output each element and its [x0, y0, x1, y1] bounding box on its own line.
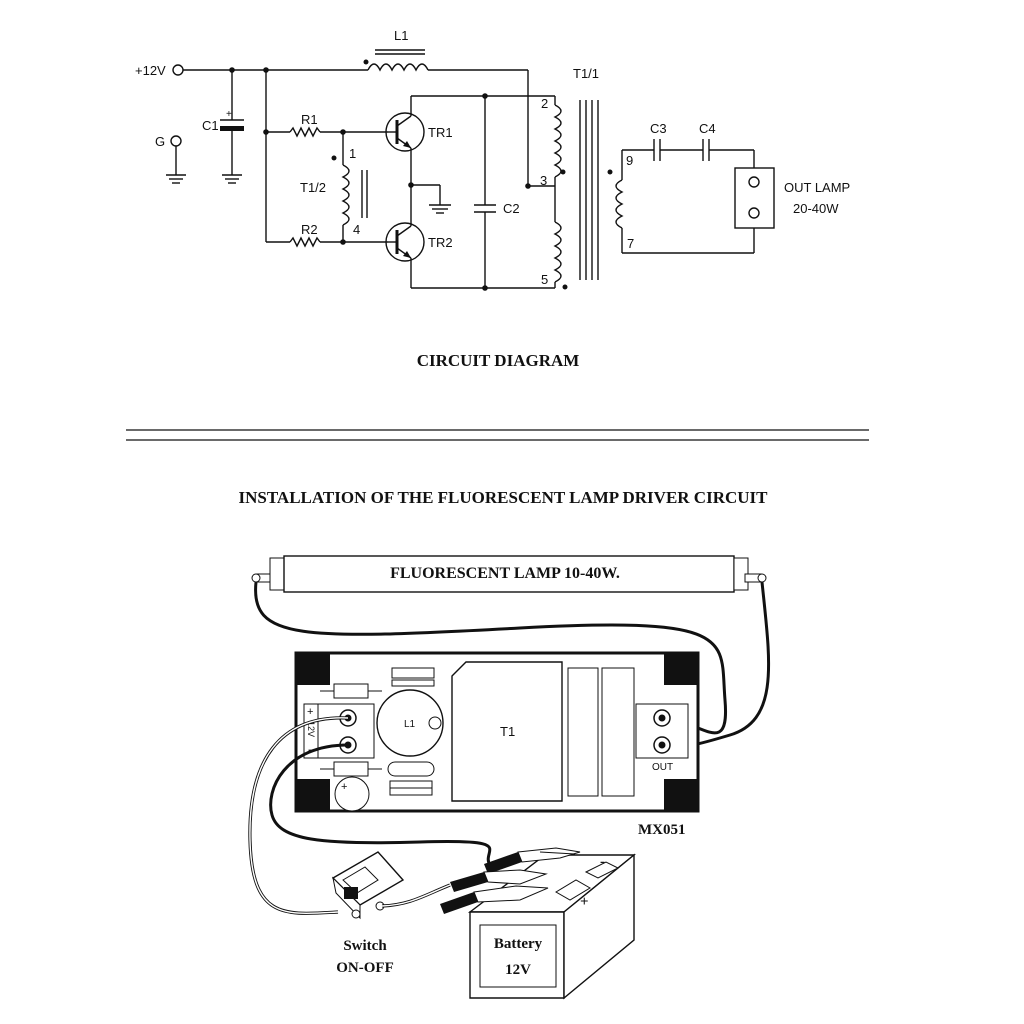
battery-minus-label: - — [600, 854, 605, 870]
resistor-r1 — [266, 126, 388, 138]
battery-label-line1: Battery — [494, 936, 543, 952]
board-12v-label: 12V — [306, 721, 316, 737]
board-t1-label: T1 — [500, 724, 515, 739]
circuit-diagram-title: CIRCUIT DIAGRAM — [417, 351, 580, 370]
capacitor-c3-c4 — [622, 139, 755, 254]
label-ground: G — [155, 134, 165, 149]
pcb-board-mx051 — [294, 651, 700, 813]
label-pin1: 1 — [349, 146, 356, 161]
label-pin5: 5 — [541, 272, 548, 287]
clip-positive — [440, 869, 549, 914]
resistor-r2 — [266, 236, 388, 248]
capacitor-c2 — [474, 96, 496, 288]
label-r2: R2 — [301, 222, 318, 237]
fluorescent-lamp — [251, 555, 767, 593]
circuit-schematic: +12V G + C1 — [135, 28, 850, 291]
label-pin3: 3 — [540, 173, 547, 188]
svg-text:+: + — [226, 109, 232, 120]
transformer-t1-1 — [525, 70, 624, 290]
terminal-plus12v — [172, 64, 184, 76]
inductor-l1 — [363, 49, 528, 72]
label-pin4: 4 — [353, 222, 360, 237]
installation-diagram: FLUORESCENT LAMP 10-40W. — [248, 555, 771, 1000]
label-pin9: 9 — [626, 153, 633, 168]
switch-label-line1: Switch — [343, 938, 387, 954]
lamp-label: FLUORESCENT LAMP 10-40W. — [390, 565, 620, 582]
transistor-tr1 — [385, 96, 425, 185]
output-lamp-terminal — [734, 167, 775, 229]
board-cap-plus-label: + — [341, 781, 347, 793]
label-tr2: TR2 — [428, 235, 453, 250]
switch-on-off — [331, 851, 405, 920]
label-pin7: 7 — [627, 236, 634, 251]
transformer-winding-t1-2 — [331, 132, 368, 242]
label-out-lamp: OUT LAMP — [784, 180, 850, 195]
board-plus-label: + — [307, 706, 313, 718]
label-pin2: 2 — [541, 96, 548, 111]
battery-plus-label: + — [580, 894, 589, 910]
board-l1-label: L1 — [404, 719, 416, 730]
label-r1: R1 — [301, 112, 318, 127]
clip-negative — [484, 847, 581, 874]
transistor-tr2 — [385, 185, 425, 288]
capacitor-c1: + — [220, 70, 244, 184]
switch-label-line2: ON-OFF — [336, 960, 394, 976]
label-c2: C2 — [503, 201, 520, 216]
label-c1: C1 — [202, 118, 219, 133]
terminal-ground — [170, 135, 182, 147]
label-lamp-power: 20-40W — [793, 201, 839, 216]
label-l1: L1 — [394, 28, 408, 43]
label-tr1: TR1 — [428, 125, 453, 140]
label-c3: C3 — [650, 121, 667, 136]
battery-label-line2: 12V — [505, 962, 531, 978]
installation-title: INSTALLATION OF THE FLUORESCENT LAMP DRI… — [239, 488, 769, 507]
label-t1-1: T1/1 — [573, 66, 599, 81]
board-model-label: MX051 — [638, 822, 686, 838]
label-plus12v: +12V — [135, 63, 166, 78]
battery-12v — [467, 853, 636, 1000]
label-c4: C4 — [699, 121, 716, 136]
board-out-label: OUT — [652, 762, 673, 773]
label-t1-2: T1/2 — [300, 180, 326, 195]
